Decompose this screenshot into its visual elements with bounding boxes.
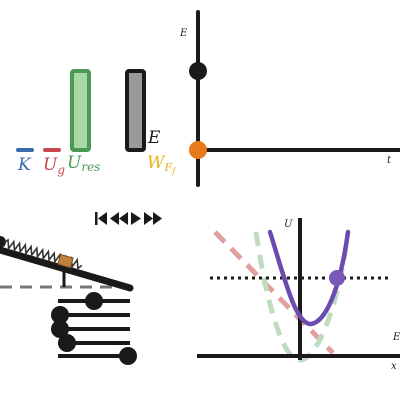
time-graph-y-label: E	[179, 28, 188, 39]
energy-line-label: E	[392, 332, 400, 343]
ramp-scene	[0, 236, 134, 292]
kinetic-bar	[16, 148, 34, 152]
position-marker[interactable]	[329, 270, 345, 286]
residual-bar	[70, 69, 91, 152]
energy-bar-panel: K Ug Ures E WFf	[16, 69, 177, 177]
slider-handle-2[interactable]	[51, 306, 69, 324]
energy-time-graph: E t	[179, 10, 400, 187]
play-icon[interactable]	[131, 212, 141, 225]
friction-work-label: WFf	[147, 153, 177, 176]
potential-graph: U E x	[197, 218, 400, 372]
total-energy-marker	[189, 62, 207, 80]
skip-back-icon[interactable]	[95, 212, 107, 225]
parameter-sliders	[51, 292, 137, 365]
total-energy-label: E	[147, 128, 161, 148]
total-energy-bar	[125, 69, 146, 152]
slider-handle-4[interactable]	[58, 334, 76, 352]
slider-handle-3[interactable]	[51, 320, 69, 338]
kinetic-energy-marker	[189, 141, 207, 159]
playback-controls	[95, 212, 162, 225]
time-graph-x-label: t	[387, 155, 392, 166]
gravity-bar	[43, 148, 61, 152]
rewind-icon[interactable]	[110, 212, 128, 225]
slider-handle-1[interactable]	[85, 292, 103, 310]
kinetic-label: K	[17, 155, 32, 175]
gravity-potential-curve	[213, 230, 335, 355]
sliding-block[interactable]	[57, 253, 74, 269]
slider-handle-5[interactable]	[119, 347, 137, 365]
potential-graph-y-label: U	[284, 219, 293, 230]
residual-label: Ures	[67, 153, 100, 174]
gravity-label: Ug	[43, 155, 65, 177]
fast-forward-icon[interactable]	[144, 212, 162, 225]
wall-anchor	[0, 236, 6, 248]
potential-graph-x-label: x	[391, 361, 397, 372]
